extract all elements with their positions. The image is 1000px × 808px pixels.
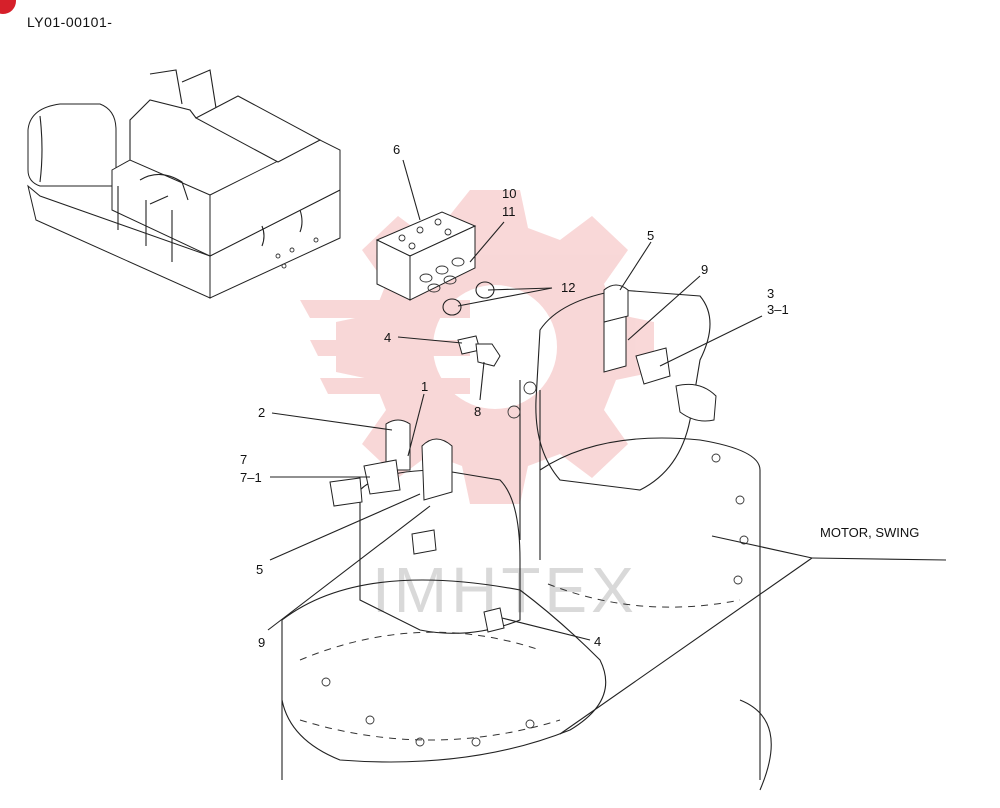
callout-6: 6: [393, 142, 400, 157]
callout-1: 1: [421, 379, 428, 394]
excavator-overview: [27, 69, 341, 299]
page-code: LY01-00101-: [27, 14, 113, 30]
callout-3: 3: [767, 286, 774, 301]
callout-11: 11: [502, 204, 516, 219]
callout-2: 2: [258, 405, 265, 420]
callout-7: 7: [240, 452, 247, 467]
callout-12: 12: [561, 280, 575, 295]
valve-block: [375, 211, 477, 301]
callout-9-left: 9: [258, 635, 265, 650]
callout-7-1: 7–1: [240, 470, 262, 485]
callout-8: 8: [474, 404, 481, 419]
watermark-text: IMHTEX: [372, 554, 638, 626]
elbow-fitting-upper: [457, 335, 501, 367]
callout-10: 10: [502, 186, 516, 201]
callout-4-bottom: 4: [594, 634, 601, 649]
callout-3-1: 3–1: [767, 302, 789, 317]
callout-9-right: 9: [701, 262, 708, 277]
callout-4-top: 4: [384, 330, 391, 345]
swing-motor-right: [507, 284, 761, 780]
o-ring-lower: [442, 298, 462, 316]
swing-motor-left: [281, 419, 772, 791]
callout-5-left: 5: [256, 562, 263, 577]
assembly-label: MOTOR, SWING: [820, 525, 919, 540]
leader-lines: [267, 159, 947, 735]
callout-5-right: 5: [647, 228, 654, 243]
